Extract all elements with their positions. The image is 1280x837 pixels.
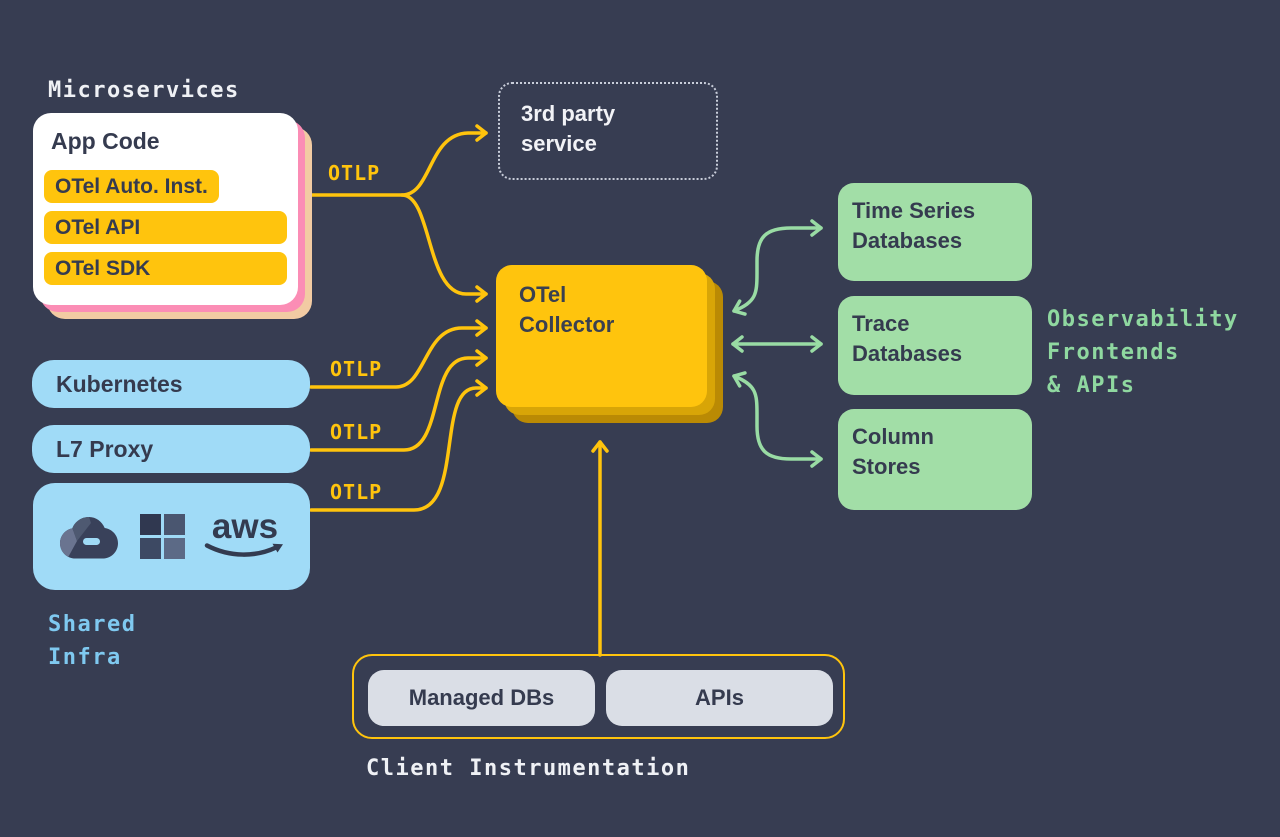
microsoft-icon bbox=[140, 514, 185, 559]
time-series-line1: Time Series bbox=[852, 198, 976, 223]
aws-icon: aws bbox=[204, 509, 286, 560]
otel-auto-inst-pill: OTel Auto. Inst. bbox=[44, 170, 219, 203]
column-stores-line2: Stores bbox=[852, 454, 921, 480]
kubernetes-box: Kubernetes bbox=[32, 360, 310, 408]
shared-infra-line1: Shared bbox=[48, 612, 137, 637]
trace-db-line1: Trace bbox=[852, 311, 910, 336]
column-stores-box: Column Stores bbox=[838, 409, 1032, 510]
otlp-label-kubernetes: OTLP bbox=[330, 357, 383, 381]
third-party-service-box: 3rd party service bbox=[498, 82, 718, 180]
l7-proxy-label: L7 Proxy bbox=[56, 435, 154, 462]
collector-line1: OTel bbox=[519, 282, 567, 307]
otlp-label-sharedinfra: OTLP bbox=[330, 480, 383, 504]
otel-collector-box: OTel Collector bbox=[496, 265, 707, 407]
time-series-db-box: Time Series Databases bbox=[838, 183, 1032, 281]
managed-dbs-pill: Managed DBs bbox=[368, 670, 595, 726]
otlp-label-l7proxy: OTLP bbox=[330, 420, 383, 444]
time-series-line2: Databases bbox=[852, 228, 963, 254]
otel-sdk-pill: OTel SDK bbox=[44, 252, 287, 285]
l7-proxy-box: L7 Proxy bbox=[32, 425, 310, 473]
third-party-line1: 3rd party bbox=[521, 101, 616, 126]
trace-db-box: Trace Databases bbox=[838, 296, 1032, 395]
observability-line3: & APIs bbox=[1047, 373, 1136, 398]
cloud-providers-box: aws bbox=[33, 483, 310, 590]
otel-api-pill: OTel API bbox=[44, 211, 287, 244]
aws-smile-icon bbox=[204, 543, 283, 557]
observability-line2: Frontends bbox=[1047, 340, 1180, 365]
collector-line2: Collector bbox=[519, 312, 615, 338]
column-stores-line1: Column bbox=[852, 424, 934, 449]
app-code-card: App Code OTel Auto. Inst. OTel API OTel … bbox=[33, 113, 298, 305]
aws-text: aws bbox=[211, 507, 279, 546]
google-cloud-icon bbox=[60, 516, 118, 558]
database-arrow-group bbox=[731, 219, 823, 468]
microservices-label: Microservices bbox=[48, 78, 240, 103]
shared-infra-line2: Infra bbox=[48, 645, 122, 670]
app-code-title: App Code bbox=[51, 128, 160, 154]
apis-pill: APIs bbox=[606, 670, 833, 726]
client-instrumentation-label: Client Instrumentation bbox=[366, 756, 691, 781]
third-party-line2: service bbox=[521, 131, 597, 157]
trace-db-line2: Databases bbox=[852, 341, 963, 367]
client-instrumentation-box: Managed DBs APIs bbox=[352, 654, 845, 739]
kubernetes-label: Kubernetes bbox=[56, 370, 183, 397]
otlp-label-appcode: OTLP bbox=[328, 161, 381, 185]
otlp-arrow-group bbox=[304, 124, 609, 657]
app-code-pills: OTel Auto. Inst. OTel API OTel SDK bbox=[44, 170, 287, 285]
observability-line1: Observability bbox=[1047, 307, 1239, 332]
